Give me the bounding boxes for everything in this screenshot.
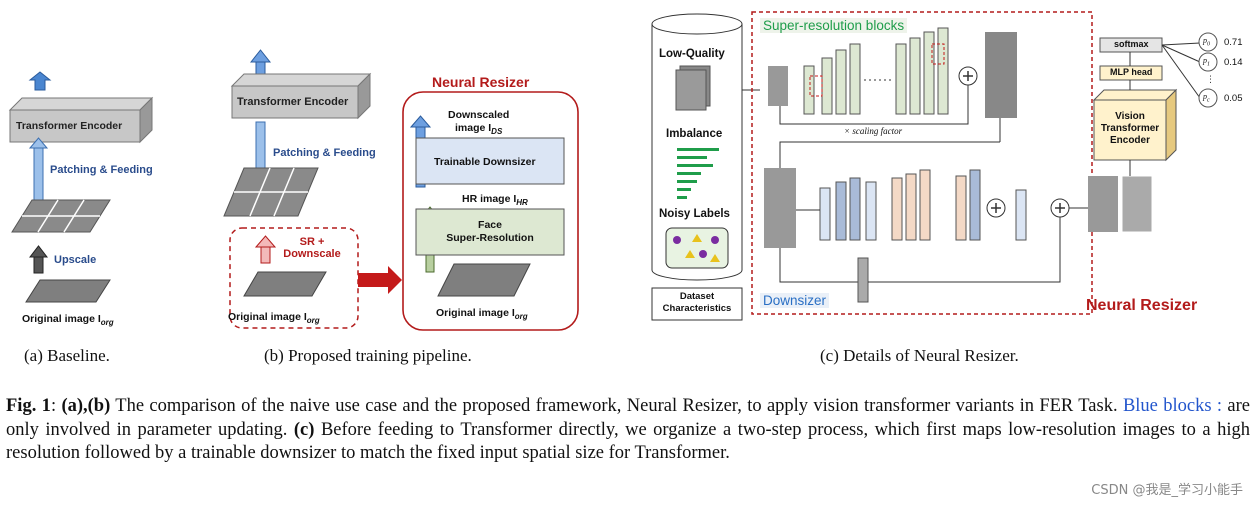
- hr-label: HR image IHR: [462, 193, 528, 208]
- downsizer-blocks: [819, 169, 1027, 241]
- encoder-front-face: [9, 109, 141, 143]
- p1-value: 0.14: [1224, 57, 1243, 68]
- caption-part1: The comparison of the naive use case and…: [110, 396, 1123, 416]
- noisy-labels-label: Noisy Labels: [659, 208, 730, 220]
- neural-resizer-box: [402, 91, 579, 331]
- caption-c-label: (c): [293, 419, 315, 440]
- patched-output-face: [1121, 175, 1153, 233]
- trainable-downsizer-label: Trainable Downsizer: [434, 156, 536, 168]
- low-quality-label: Low-Quality: [659, 48, 725, 60]
- figure-caption: Fig. 1: (a),(b) The comparison of the na…: [6, 396, 1250, 464]
- dataset-cylinder-top: [651, 13, 743, 35]
- caption-c: (c) Details of Neural Resizer.: [820, 346, 1019, 365]
- sr-arrow: [254, 235, 277, 248]
- original-face-image: [25, 279, 111, 303]
- original-label: Original image Iorg: [22, 313, 114, 328]
- encoder-label: Transformer Encoder: [16, 120, 123, 132]
- pc-node: [1198, 88, 1218, 108]
- fig-label: Fig. 1: [6, 396, 51, 416]
- mlp-head-label: MLP head: [1110, 67, 1153, 77]
- softmax-label: softmax: [1114, 39, 1149, 49]
- caption-part3: Before feeding to Transformer directly, …: [6, 419, 1250, 464]
- mlp-head-box: [1099, 65, 1163, 81]
- caption-b: (b) Proposed training pipeline.: [264, 346, 472, 365]
- pc-label: pc: [1203, 92, 1210, 104]
- imbalance-label: Imbalance: [666, 128, 723, 140]
- downsized-face: [1088, 176, 1118, 232]
- patching-arrow: [255, 121, 266, 169]
- caption-a: (a) Baseline.: [24, 346, 110, 365]
- sr-blocks-label: Super-resolution blocks: [760, 18, 908, 33]
- p0-label: p0: [1203, 36, 1210, 48]
- encoder-box: [231, 85, 359, 119]
- original-label: Original image Iorg: [228, 311, 320, 326]
- p0-value: 0.71: [1224, 37, 1243, 48]
- downsizer-input-face: [764, 168, 796, 248]
- resizer-title-c: Neural Resizer: [1086, 297, 1198, 314]
- output-arrow: [249, 49, 272, 63]
- neural-resizer-dashed-box: [751, 11, 1093, 315]
- upscale-arrow: [33, 254, 44, 274]
- trainable-downsizer-box: [415, 137, 565, 185]
- svg-text:⋮: ⋮: [1206, 75, 1215, 85]
- p1-label: p1: [1203, 56, 1210, 68]
- patching-label: Patching & Feeding: [273, 147, 376, 159]
- caption-ab: (a),(b): [61, 396, 111, 416]
- panel-a-graphics: [8, 71, 154, 303]
- sr-output-face: [985, 32, 1017, 118]
- p0-node: [1198, 32, 1218, 52]
- patching-arrow: [33, 144, 44, 201]
- patching-label: Patching & Feeding: [50, 164, 153, 176]
- output-arrow: [28, 71, 52, 91]
- scaling-factor-label: × scaling factor: [844, 126, 903, 136]
- panel-c-graphics: ⋮: [651, 11, 1218, 321]
- watermark: CSDN @我是_学习小能手: [1091, 483, 1243, 498]
- downsizer-label: Downsizer: [760, 293, 830, 308]
- panel-b-graphics: [223, 49, 579, 331]
- sr-green-blocks: [803, 27, 949, 115]
- p1-node: [1198, 52, 1218, 72]
- resizer-face-image: [437, 263, 531, 297]
- original2-label: Original image Iorg: [436, 307, 528, 322]
- face-sr-box: [415, 208, 565, 256]
- caption-blue-blocks: Blue blocks :: [1122, 396, 1223, 416]
- sr-downscale-box: [229, 227, 359, 329]
- sr-label: SR +Downscale: [283, 236, 341, 260]
- caption-part2: are only involved in parameter updating.: [6, 396, 1250, 440]
- sr-input-face: [768, 66, 788, 106]
- encoder-label: Transformer Encoder: [237, 96, 349, 108]
- pc-value: 0.05: [1224, 93, 1243, 104]
- upscale-label: Upscale: [54, 254, 97, 266]
- dataset-characteristics-box: [651, 287, 743, 321]
- original-face-image: [243, 271, 327, 297]
- imbalance-bars: [677, 148, 719, 199]
- downsizer-skip-block: [857, 257, 869, 303]
- red-arrow: [358, 273, 388, 287]
- encoder-top-face: [8, 97, 154, 111]
- resizer-title: Neural Resizer: [432, 74, 530, 90]
